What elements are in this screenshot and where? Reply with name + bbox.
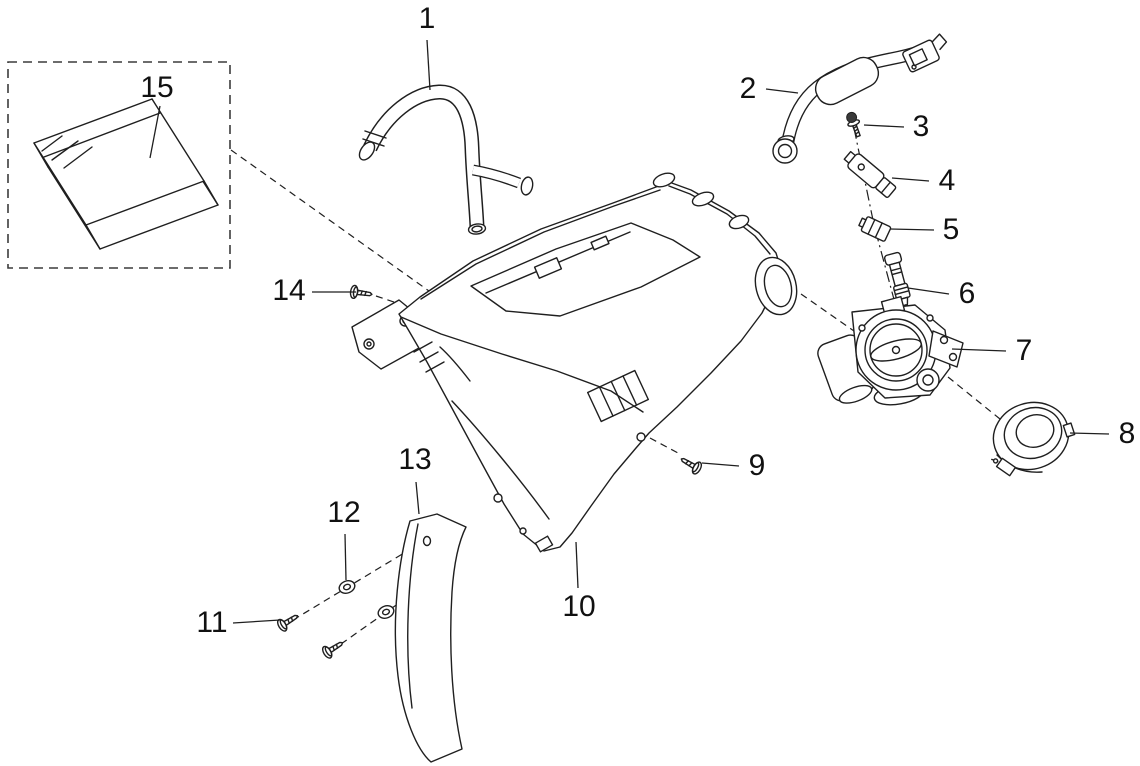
leader-7 [951,348,1007,352]
leader-9 [701,462,740,467]
hose-branch-cuff [520,176,534,196]
part-screw-11b [321,641,344,659]
part-screw-11a [276,614,299,632]
part-sensor [843,150,897,198]
flap-hole [422,535,432,547]
leader-5 [889,228,935,231]
ring-clamp-band [996,454,1043,473]
leader-1 [426,39,431,91]
filter-to-airbox-dash [230,149,430,292]
throttle-to-ring-dash [947,376,1001,420]
part-screw-9 [680,457,703,475]
screw14-dash [375,295,413,309]
part-label-3: 3 [912,110,930,143]
airbox-vent-panel [586,369,650,423]
airbox-to-screw9-dash [649,437,679,454]
part-label-6: 6 [958,277,976,310]
part-breather-hose [772,33,948,164]
part-mud-flap [394,513,467,763]
leader-11 [232,619,281,624]
throttle-sensor-disc [916,368,940,392]
hose-canister [814,56,880,106]
part-label-2: 2 [739,72,757,105]
part-clip [858,216,892,242]
part-throttle-body [817,295,964,406]
leader-2 [765,88,799,94]
leader-3 [863,124,905,128]
hose-connector [902,33,948,73]
part-label-13: 13 [398,443,432,476]
part-air-filter [7,61,231,269]
leader-4 [891,177,930,182]
airbox-snorkel [691,191,715,207]
part-washer-12a [338,580,356,594]
airbox-snorkel [652,172,676,188]
part-label-15: 15 [140,71,174,104]
part-label-12: 12 [327,496,361,529]
part-screw-14 [349,284,373,300]
airbox-to-throttle-dash [800,293,855,332]
part-label-10: 10 [562,590,596,623]
part-washer-12b [377,605,395,619]
part-intake-duct-ring [991,401,1076,477]
part-label-9: 9 [748,449,766,482]
leader-15 [149,105,161,159]
part-airbox [351,172,798,553]
leader-6 [907,287,950,295]
part-label-7: 7 [1015,334,1033,367]
leader-12 [344,533,347,581]
part-label-8: 8 [1118,417,1136,450]
leader-8 [1069,432,1110,435]
leader-13 [415,481,420,515]
leader-10 [575,541,579,589]
reference-box [7,61,231,269]
ring-clamp-screw [991,457,1017,477]
part-label-11: 11 [196,606,228,639]
part-bolt [846,111,861,138]
flap-screw-dash-a [292,549,410,621]
part-label-4: 4 [938,164,956,197]
part-label-1: 1 [418,2,436,35]
part-vent-hose [358,92,534,235]
part-label-5: 5 [942,213,960,246]
part-label-14: 14 [272,274,306,307]
leader-lines [149,39,1110,624]
